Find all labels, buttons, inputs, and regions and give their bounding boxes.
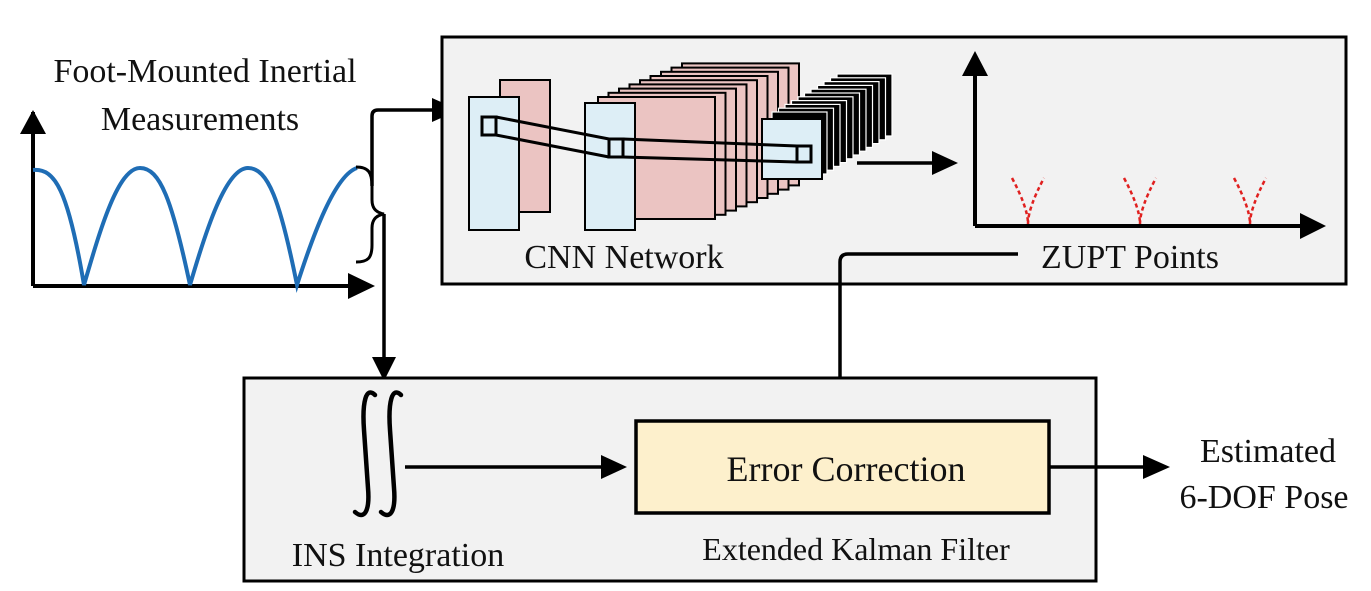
integral-sign-icon [378, 390, 404, 518]
arrow-ins-to-ekf-head [601, 455, 627, 479]
kernel-1 [480, 115, 498, 137]
conv-layer-2-stack [597, 62, 800, 220]
kernel-2 [607, 137, 625, 159]
extended-kalman-filter: Error Correction Extended Kalman Filter [634, 419, 1051, 567]
kernel-3 [795, 144, 813, 164]
input-title-line1: Foot-Mounted Inertial [53, 53, 356, 90]
input-y-axis-arrowhead [20, 110, 46, 134]
zupt-plot: ZUPT Points [962, 51, 1326, 276]
arrow-zupt-to-ekf [838, 252, 1018, 392]
zupt-mark [1010, 177, 1046, 225]
inertial-signal-line [32, 165, 358, 293]
zupt-label: ZUPT Points [1041, 239, 1219, 276]
connection-line [495, 115, 610, 141]
connection-line [495, 133, 610, 159]
error-correction-label: Error Correction [727, 449, 966, 489]
zupt-mark [1232, 177, 1268, 225]
feature-map-blue-3 [761, 118, 823, 180]
output-line1: Estimated [1200, 433, 1336, 470]
signal-grouping-brace [355, 165, 385, 264]
connection-line [622, 137, 798, 148]
cnn-label: CNN Network [524, 239, 723, 276]
integral-sign-icon [352, 390, 378, 518]
zupt-x-axis-arrowhead [1300, 213, 1326, 239]
zupt-y-axis-arrowhead [962, 51, 988, 76]
arrow-to-ins-head [372, 357, 396, 381]
input-title-line2: Measurements [101, 101, 299, 138]
feature-map-blue-2 [584, 102, 636, 231]
connection-line [622, 155, 798, 164]
ekf-label: Extended Kalman Filter [702, 531, 1010, 567]
arrow-to-cnn [370, 105, 453, 186]
zupt-mark [1122, 177, 1158, 225]
ins-integration: INS Integration [292, 390, 504, 574]
output-line2: 6-DOF Pose [1179, 479, 1348, 516]
arrow-to-output-head [1143, 455, 1170, 479]
arrow-cnn-to-zupt-head [932, 151, 958, 175]
output-pose: Estimated 6-DOF Pose [1179, 433, 1348, 516]
input-x-axis-arrowhead [348, 273, 375, 299]
cnn-network: CNN Network [468, 62, 893, 276]
input-signal-plot: Foot-Mounted Inertial Measurements [20, 53, 385, 299]
ins-label: INS Integration [292, 537, 504, 574]
